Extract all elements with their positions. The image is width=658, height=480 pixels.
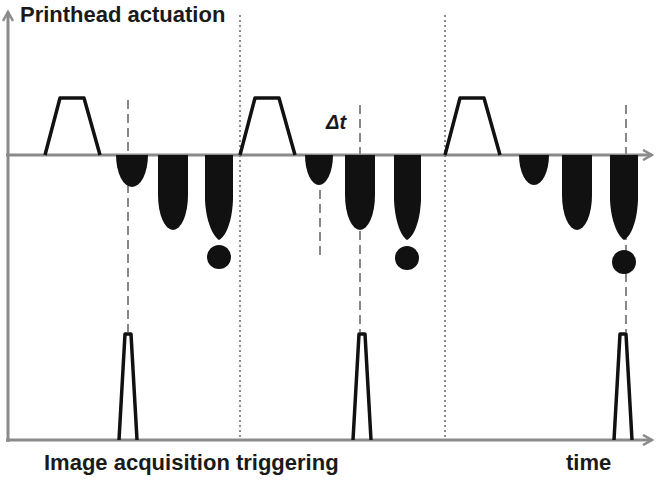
- droplet-stage: [345, 155, 375, 230]
- actuation-pulse: [445, 98, 500, 155]
- axis-label: time: [566, 452, 611, 474]
- droplet: [207, 245, 231, 269]
- droplet-stage: [610, 155, 638, 240]
- trigger-pulse: [353, 334, 371, 440]
- droplet-stage: [519, 155, 549, 185]
- actuation-pulse: [240, 98, 295, 155]
- period-separator: [444, 15, 446, 440]
- trigger-pulse: [119, 334, 137, 440]
- droplet: [612, 250, 636, 274]
- delay-marker: [319, 190, 321, 256]
- y-axis: [7, 12, 10, 442]
- axis-label: Image acquisition triggering: [44, 452, 339, 474]
- axis-label: Printhead actuation: [20, 4, 225, 26]
- droplet-stage: [205, 155, 233, 240]
- droplet-stage: [394, 155, 421, 240]
- droplet-stage: [562, 155, 592, 230]
- time-axis: [6, 439, 652, 442]
- trigger-marker: [127, 100, 129, 332]
- actuation-pulse: [45, 98, 100, 155]
- droplet-stage: [116, 155, 148, 187]
- droplet-stage: [305, 155, 333, 185]
- droplet: [395, 246, 419, 270]
- trigger-pulse: [614, 334, 632, 440]
- droplet-stage: [158, 155, 188, 230]
- period-separator: [239, 15, 241, 440]
- delay-label: Δt: [326, 112, 346, 132]
